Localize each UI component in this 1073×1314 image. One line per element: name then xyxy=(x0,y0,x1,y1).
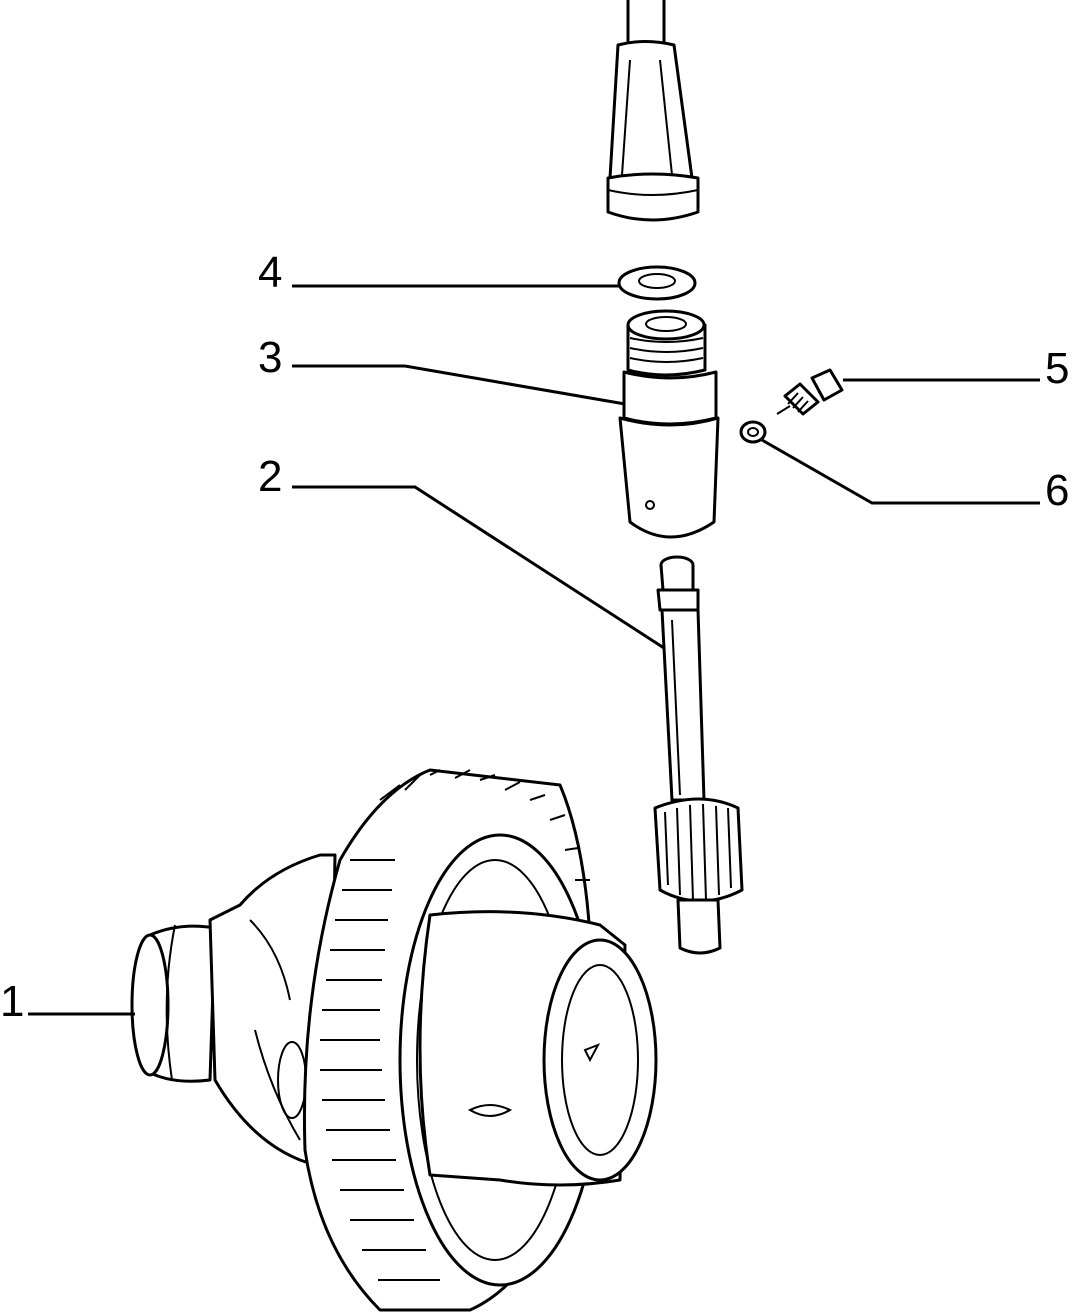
screw-part-5 xyxy=(776,368,844,416)
callout-labels: 4 3 2 5 6 1 xyxy=(0,248,1069,1026)
pinion-shaft-part-2 xyxy=(653,555,744,955)
leader-line-6 xyxy=(761,438,1040,505)
callout-2: 2 xyxy=(258,452,282,501)
leader-line-2 xyxy=(292,485,665,650)
leader-lines xyxy=(28,284,1040,1016)
callout-5: 5 xyxy=(1045,344,1069,393)
leader-line-3 xyxy=(292,364,626,406)
callout-4: 4 xyxy=(258,248,282,297)
washer-part-6 xyxy=(739,420,767,444)
differential-gear-part-1 xyxy=(130,768,658,1312)
callout-6: 6 xyxy=(1045,466,1069,515)
callout-3: 3 xyxy=(258,333,282,382)
speedometer-cable xyxy=(606,0,700,222)
callout-1: 1 xyxy=(0,977,24,1026)
bushing-part-3 xyxy=(618,309,720,539)
washer-part-4 xyxy=(617,265,697,301)
